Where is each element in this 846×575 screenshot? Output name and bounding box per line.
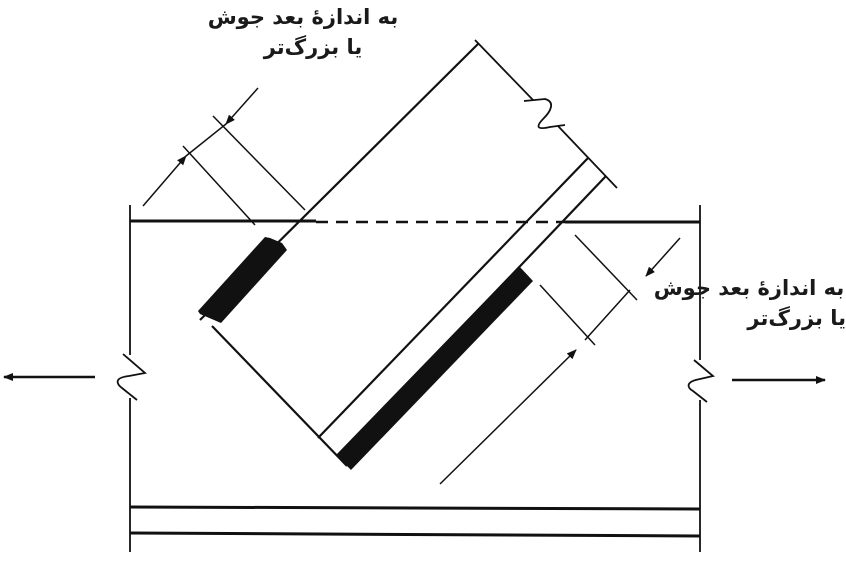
dimension-right — [439, 234, 681, 485]
gusset-plate — [116, 205, 715, 552]
bottom-flange — [129, 505, 701, 538]
weld-right — [336, 266, 533, 470]
weld-left — [198, 237, 287, 323]
break-mark-member — [474, 39, 618, 189]
annotation-right-line1: به اندازۀ بعد جوش — [653, 276, 845, 300]
annotation-top-line2: یا بزرگ‌تر — [263, 35, 363, 59]
annotation-right-line2: یا بزرگ‌تر — [747, 306, 846, 330]
dimension-top — [142, 87, 306, 226]
break-mark-right — [687, 205, 715, 552]
annotation-top-line1: به اندازۀ بعد جوش — [207, 5, 399, 29]
annotation-top: به اندازۀ بعد جوش یا بزرگ‌تر — [196, 2, 410, 62]
break-mark-left — [116, 205, 148, 552]
annotation-right: به اندازۀ بعد جوش یا بزرگ‌تر — [652, 273, 846, 333]
